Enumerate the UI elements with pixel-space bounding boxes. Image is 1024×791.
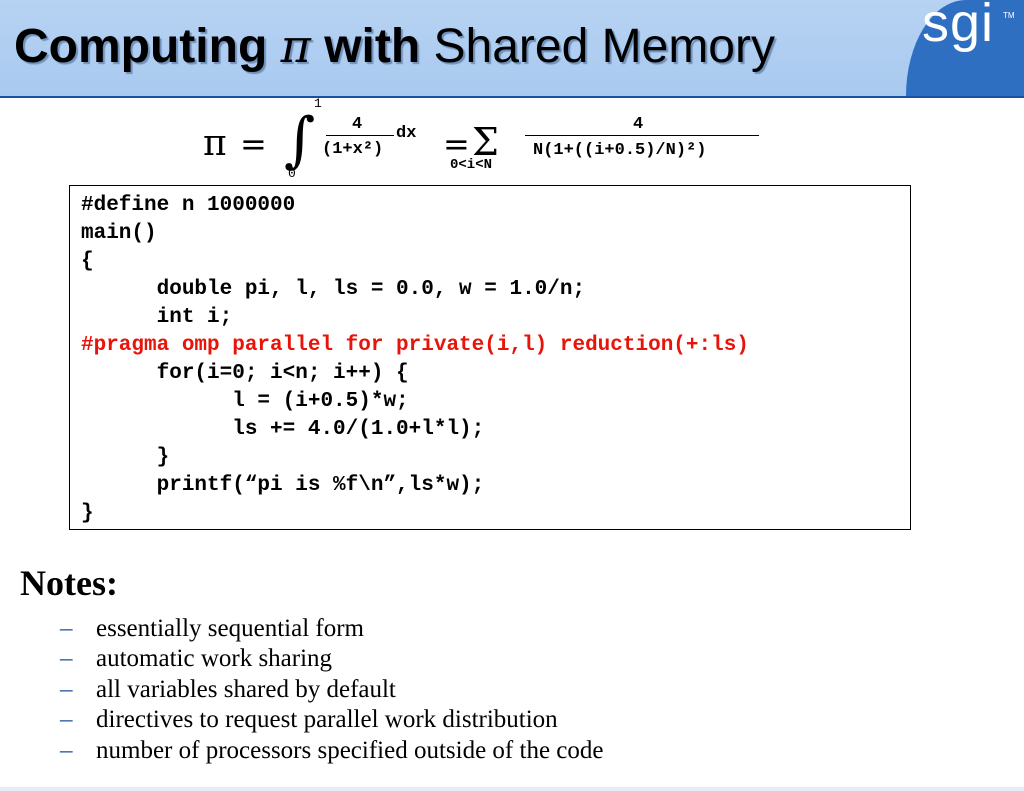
formula-equals: =: [240, 125, 267, 163]
footer-divider: [0, 787, 1024, 791]
code-line-compute-l: l = (i+0.5)*w;: [81, 390, 409, 413]
sum-fraction-bar: [525, 135, 759, 136]
integral-sign: ∫: [284, 105, 316, 175]
integrand-numerator: 4: [352, 115, 363, 134]
notes-heading: Notes:: [20, 563, 118, 603]
code-line-declarations: double pi, l, ls = 0.0, w = 1.0/n;: [81, 278, 586, 301]
code-line-accumulate: ls += 4.0/(1.0+l*l);: [81, 418, 485, 441]
title-word-computing: Computing: [14, 20, 268, 73]
note-dash: –: [60, 737, 73, 764]
note-item: –number of processors specified outside …: [60, 736, 603, 766]
integral-upper-limit: 1: [314, 96, 322, 111]
note-dash: –: [60, 676, 73, 703]
note-item: –directives to request parallel work dis…: [60, 705, 558, 735]
title-bar: [0, 0, 1024, 98]
sum-range: 0<i<N: [450, 157, 493, 173]
code-line-int-i: int i;: [81, 306, 233, 329]
title-pi-symbol: π: [280, 19, 311, 73]
code-line-for-loop: for(i=0; i<n; i++) {: [81, 362, 409, 385]
code-line-main: main(): [81, 222, 157, 245]
integrand-fraction-bar: [326, 135, 394, 136]
note-dash: –: [60, 615, 73, 642]
formula-pi: π: [203, 123, 227, 164]
integrand-denominator: (1+x²): [322, 140, 384, 159]
sum-denominator: N(1+((i+0.5)/N)²): [533, 141, 707, 160]
code-line-pragma: #pragma omp parallel for private(i,l) re…: [81, 334, 749, 357]
formula-equals-sum: =: [443, 125, 470, 163]
note-item: –all variables shared by default: [60, 675, 396, 705]
integral-lower-limit: 0: [288, 166, 296, 181]
code-listing: #define n 1000000 main() { double pi, l,…: [69, 185, 911, 530]
title-shared-memory: Shared Memory: [433, 20, 775, 73]
note-text: automatic work sharing: [96, 645, 333, 672]
sum-numerator: 4: [633, 115, 644, 134]
title-word-with: with: [324, 20, 421, 73]
note-text: all variables shared by default: [96, 676, 396, 703]
note-text: number of processors specified outside o…: [96, 737, 604, 764]
note-dash: –: [60, 645, 73, 672]
note-item: –automatic work sharing: [60, 644, 332, 674]
code-line-open-brace: {: [81, 250, 94, 273]
code-line-define: #define n 1000000: [81, 194, 296, 217]
code-line-close-brace: }: [81, 502, 94, 525]
code-line-printf: printf(“pi is %f\n”,ls*w);: [81, 474, 485, 497]
integrand-dx: dx: [396, 124, 417, 143]
sigma-sign: Σ: [472, 120, 499, 164]
sgi-logo: sgi: [922, 0, 995, 53]
note-dash: –: [60, 706, 73, 733]
trademark-mark: TM: [1003, 11, 1015, 20]
note-text: essentially sequential form: [96, 615, 364, 642]
note-text: directives to request parallel work dist…: [96, 706, 558, 733]
slide-title: Computing π with Shared Memory: [14, 14, 775, 78]
note-item: –essentially sequential form: [60, 614, 364, 644]
code-line-close-loop: }: [81, 446, 170, 469]
